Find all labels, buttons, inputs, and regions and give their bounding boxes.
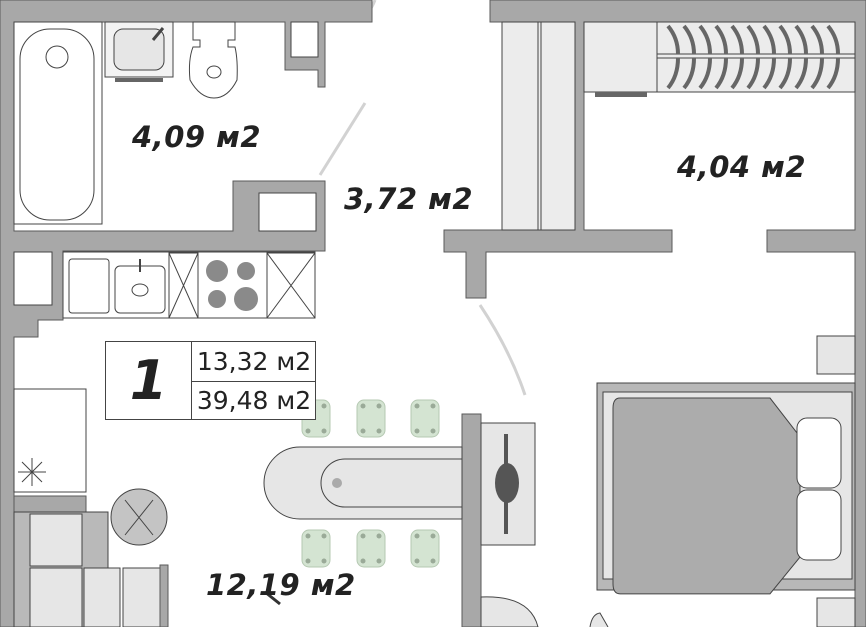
nightstand <box>816 597 856 627</box>
hanger <box>746 57 760 90</box>
rooms-count: 1 <box>106 342 192 419</box>
hanger <box>778 57 792 90</box>
hanger <box>762 24 776 55</box>
room-area-bathroom: 4,09 м2 <box>132 120 262 154</box>
fridge <box>13 388 87 493</box>
round-table <box>110 488 168 546</box>
hanger <box>746 24 760 55</box>
bed <box>596 382 856 595</box>
kitchen-counter <box>62 251 316 319</box>
hanger <box>698 24 712 55</box>
wardrobe-vertical <box>501 21 576 231</box>
chair <box>356 399 386 438</box>
hanger <box>714 24 728 55</box>
nightstand <box>816 335 856 375</box>
chair <box>301 529 331 568</box>
bathtub <box>13 21 103 225</box>
hanger <box>714 57 728 90</box>
hanger <box>794 24 808 55</box>
living-area: 13,32 м2 <box>192 342 316 382</box>
toilet <box>188 21 238 99</box>
hanger <box>778 24 792 55</box>
hanger <box>810 24 824 55</box>
plant <box>589 612 609 627</box>
hanger <box>730 57 744 90</box>
room-area-living: 12,19 м2 <box>206 568 356 602</box>
room-area-wardrobe: 4,04 м2 <box>677 150 807 184</box>
door-handle <box>264 590 281 606</box>
chair <box>410 529 440 568</box>
dining-chairs <box>301 399 440 568</box>
hanger <box>666 24 680 55</box>
armchair <box>480 596 539 627</box>
sofa <box>13 495 169 627</box>
hanger <box>730 24 744 55</box>
wardrobe-horizontal <box>583 21 856 97</box>
hanger <box>810 57 824 90</box>
room-area-hallway: 3,72 м2 <box>344 182 474 216</box>
hanger <box>826 24 840 55</box>
apartment-label: 1 13,32 м2 39,48 м2 <box>105 341 316 420</box>
dining-table <box>263 446 463 520</box>
hanger <box>666 57 680 90</box>
washing-sink <box>104 21 174 82</box>
hanger <box>826 57 840 90</box>
tv-stand <box>480 422 536 546</box>
hanger <box>794 57 808 90</box>
hanger <box>682 57 696 90</box>
chair <box>410 399 440 438</box>
total-area: 39,48 м2 <box>196 386 312 415</box>
hanger <box>762 57 776 90</box>
hanger <box>682 24 696 55</box>
chair <box>356 529 386 568</box>
hanger <box>698 57 712 90</box>
